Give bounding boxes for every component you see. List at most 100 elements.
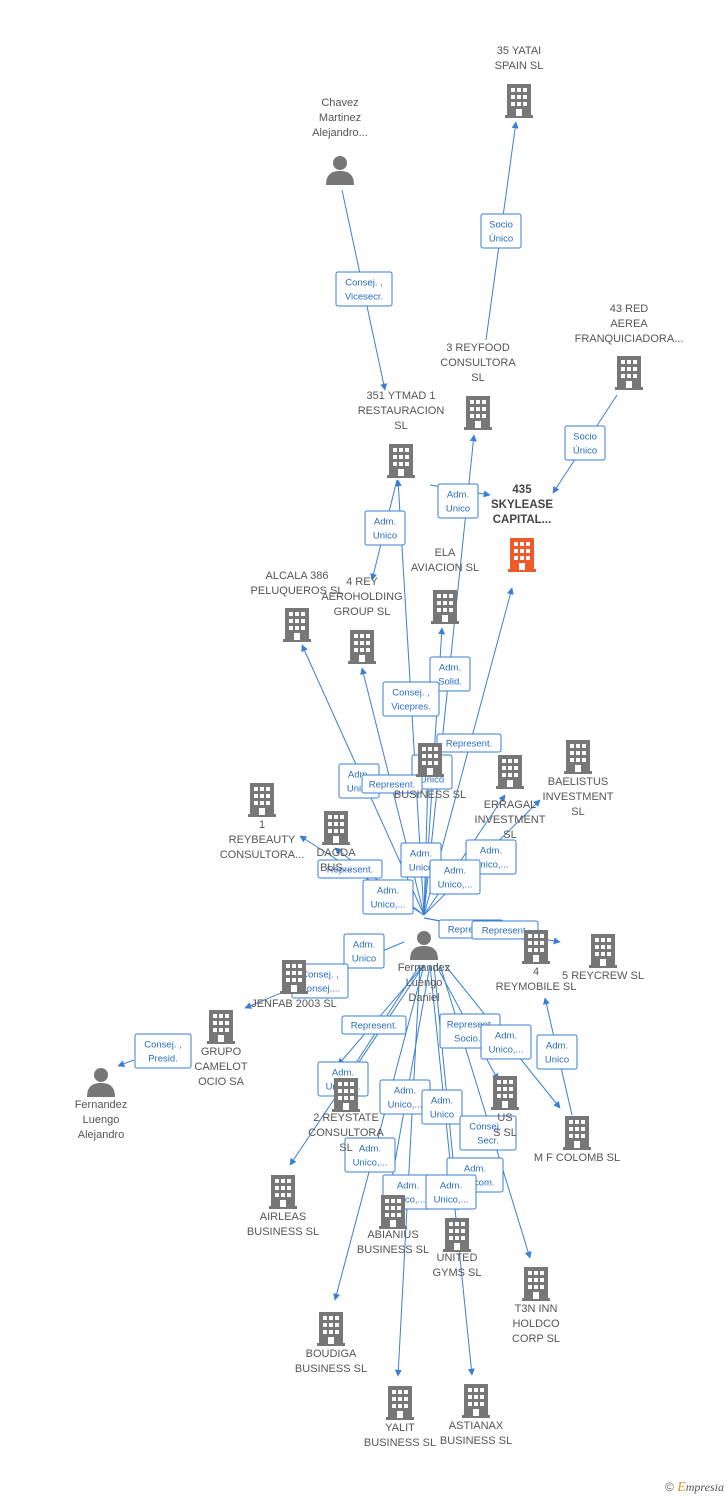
building-icon (332, 1078, 360, 1112)
edge-label-e_represent_3[interactable]: Represent. (317, 859, 383, 879)
edge-label-e_represent_sky[interactable]: Represent. (436, 733, 502, 753)
edge-label-text: Unico,... (371, 900, 406, 911)
node-reycrew[interactable]: 5 REYCREW SL (562, 934, 644, 982)
node-reybeauty[interactable]: 1REYBEAUTYCONSULTORA... (220, 783, 305, 861)
building-icon (522, 1267, 550, 1301)
node-label: SL (339, 1142, 352, 1154)
node-dagda[interactable]: DAGDABUS... (316, 811, 356, 874)
node-label: AIRLEAS (260, 1211, 306, 1223)
edge-label-text: Adm. (440, 1181, 462, 1192)
node-business[interactable]: BUSINESS SL (394, 743, 466, 801)
edge-label-e_consej_presid[interactable]: Consej. ,Presid. (134, 1033, 192, 1069)
edge-label-e_consej_secr[interactable]: Consej. ,Secr. (459, 1115, 517, 1151)
node-label: CONSULTORA (440, 357, 516, 369)
node-label: CORP SL (512, 1333, 560, 1345)
building-icon (269, 1175, 297, 1209)
node-skylease[interactable]: 435SKYLEASECAPITAL... (491, 484, 553, 572)
edge-label-text: Unico (352, 954, 376, 965)
node-label: REYBEAUTY (229, 834, 296, 846)
edge-label-text: Unico,... (434, 1195, 469, 1206)
edge-label-e_adm_unico_5[interactable]: Adm.Unico,... (429, 859, 481, 895)
node-label: BUSINESS SL (295, 1363, 367, 1375)
edge-label-text: Socio (489, 220, 513, 231)
node-label: M F COLOMB SL (534, 1152, 620, 1164)
edge-label-e_adm_unico_14[interactable]: Adm. Unico,... (425, 1174, 477, 1210)
edge-label-text: Adm. (348, 770, 370, 781)
edge-label-e_represent_5[interactable]: Represent. (471, 920, 539, 940)
edge-label-e_ytmad_aero[interactable]: Adm.Unico (364, 510, 406, 546)
node-jenfab[interactable]: JENFAB 2003 SL (251, 960, 337, 1010)
edge-label-e_adm_unico_8[interactable]: Adm.Unico,... (480, 1024, 532, 1060)
edge-label-text: Socio... (454, 1034, 486, 1045)
edge-label-box (425, 1174, 477, 1210)
node-us[interactable]: USS SL (491, 1076, 519, 1139)
edge-label-box (134, 1033, 192, 1069)
edge-label-text: Adm. (546, 1041, 568, 1052)
node-label: 43 RED (610, 303, 649, 315)
edge-label-text: Consej. , (392, 688, 430, 699)
building-icon (207, 1010, 235, 1044)
node-label: AEROHOLDING (321, 591, 402, 603)
node-label: ALCALA 386 (266, 570, 329, 582)
edge-label-box (335, 271, 393, 307)
edge-label-box (564, 425, 606, 461)
edge-label-text: Unico,... (438, 880, 473, 891)
node-boudiga[interactable]: BOUDIGA BUSINESS SL (295, 1312, 367, 1375)
node-label: Martinez (319, 112, 361, 124)
edge-label-text: Represent. (369, 780, 415, 791)
edge-label-e_vicepres[interactable]: Consej. ,Vicepres. (382, 681, 440, 717)
node-label: 4 REY (346, 576, 378, 588)
person-icon (326, 156, 354, 185)
edge-label-text: Consej.... (300, 984, 340, 995)
node-mfcolomb[interactable]: M F COLOMB SL (534, 1116, 620, 1164)
edge-label-e_adm_unico_10[interactable]: Adm.Unico,... (379, 1079, 431, 1115)
edge-label-e_ela[interactable]: Adm.Solid. (429, 656, 471, 692)
building-icon (496, 755, 524, 789)
node-label: SKYLEASE (491, 499, 553, 511)
edge-label-e_adm_unico_12[interactable]: Adm.Unico,... (344, 1137, 396, 1173)
edge-label-e_adm_unico_6[interactable]: Adm.Unico,... (362, 879, 414, 915)
edge-label-e_ytmad_sky[interactable]: Adm.Unico (437, 483, 479, 519)
building-icon (280, 960, 308, 994)
node-chavez[interactable]: ChavezMartinezAlejandro... (312, 97, 368, 185)
edge-label-text: Adm. (394, 1086, 416, 1097)
edge-line-19 (117, 1059, 135, 1068)
node-label: BOUDIGA (306, 1348, 357, 1360)
edge-label-e_chavez_ytmad[interactable]: Consej. ,Vicesecr. (335, 271, 393, 307)
edge-label-e_represent_6[interactable]: Represent. (341, 1015, 407, 1035)
edge-label-text: Represent. (448, 925, 494, 936)
edge-label-e_adm_unico_mf[interactable]: Adm.Unico (536, 1034, 578, 1070)
edge-label-text: Adm. (447, 490, 469, 501)
node-label: YALIT (385, 1422, 415, 1434)
edge-label-e_represent_2[interactable]: Represent. (361, 774, 423, 794)
edge-label-box (437, 483, 479, 519)
edge-label-text: Adm. (397, 1181, 419, 1192)
building-icon (462, 1384, 490, 1418)
node-redaerea[interactable]: 43 REDAEREAFRANQUICIADORA... (575, 303, 684, 390)
node-label: REYMOBILE SL (496, 981, 577, 993)
edge-label-e_adm_unico_11[interactable]: Adm.Unico (421, 1089, 463, 1125)
edge-label-e_adm_unico_7[interactable]: Adm.Unico (343, 933, 385, 969)
building-icon (248, 783, 276, 817)
